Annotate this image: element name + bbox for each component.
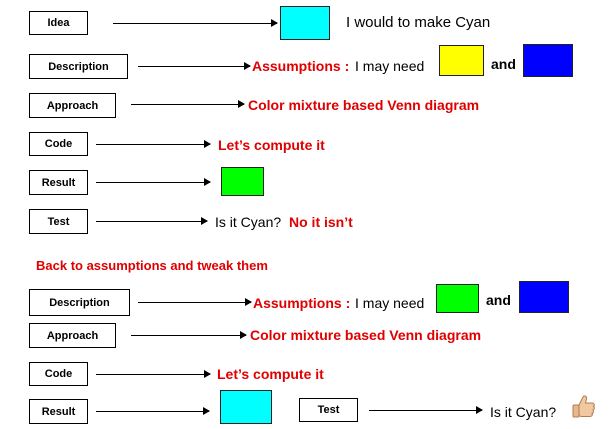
test-arrow bbox=[96, 217, 208, 225]
approach2-box: Approach bbox=[29, 323, 116, 348]
code2-arrow bbox=[96, 370, 211, 378]
description-label: Description bbox=[48, 60, 109, 73]
idea-arrow bbox=[113, 19, 278, 27]
result2-arrow bbox=[96, 407, 210, 415]
result-arrow bbox=[96, 178, 211, 186]
description-and: and bbox=[491, 56, 516, 72]
description2-need: I may need bbox=[355, 295, 425, 311]
test-box: Test bbox=[29, 209, 88, 234]
idea-text: I would to make Cyan bbox=[346, 14, 491, 31]
description2-arrow bbox=[138, 298, 252, 306]
code-arrow bbox=[96, 140, 211, 148]
description2-and: and bbox=[486, 292, 511, 308]
test-answer: No it isn’t bbox=[289, 214, 353, 230]
description2-green-swatch bbox=[436, 284, 479, 313]
back-to-assumptions-text: Back to assumptions and tweak them bbox=[36, 258, 268, 273]
result2-label: Result bbox=[41, 405, 76, 418]
description-blue-swatch bbox=[523, 44, 573, 77]
result2-box: Result bbox=[29, 399, 88, 424]
approach2-label: Approach bbox=[46, 329, 99, 342]
idea-label: Idea bbox=[47, 17, 70, 29]
description2-assumptions: Assumptions : bbox=[253, 295, 351, 311]
test-label: Test bbox=[47, 215, 70, 228]
approach-arrow bbox=[131, 100, 245, 108]
description-assumptions: Assumptions : bbox=[252, 58, 350, 74]
description2-blue-swatch bbox=[519, 281, 569, 313]
test2-box: Test bbox=[299, 398, 358, 422]
code-box: Code bbox=[29, 132, 88, 156]
result2-cyan-swatch bbox=[220, 390, 272, 424]
thumbs-up-icon bbox=[572, 395, 595, 418]
description2-label: Description bbox=[49, 296, 110, 309]
approach-label: Approach bbox=[46, 99, 99, 112]
idea-box: Idea bbox=[29, 11, 88, 35]
code-label: Code bbox=[44, 138, 73, 150]
result-label: Result bbox=[41, 176, 76, 189]
description-yellow-swatch bbox=[439, 45, 484, 76]
code-text: Let’s compute it bbox=[218, 137, 325, 153]
description-arrow bbox=[138, 62, 251, 70]
test-question: Is it Cyan? bbox=[215, 214, 282, 230]
result-green-swatch bbox=[221, 167, 264, 196]
approach-text: Color mixture based Venn diagram bbox=[248, 97, 480, 113]
approach2-arrow bbox=[131, 331, 247, 339]
test2-arrow bbox=[369, 406, 483, 414]
code2-box: Code bbox=[29, 362, 88, 386]
result-box: Result bbox=[29, 170, 88, 195]
test2-question: Is it Cyan? bbox=[490, 404, 557, 420]
approach2-text: Color mixture based Venn diagram bbox=[250, 327, 482, 343]
approach-box: Approach bbox=[29, 93, 116, 118]
code2-text: Let’s compute it bbox=[217, 366, 324, 382]
description-box: Description bbox=[29, 54, 128, 79]
description-need: I may need bbox=[355, 58, 425, 74]
idea-cyan-swatch bbox=[280, 6, 330, 40]
code2-label: Code bbox=[44, 368, 73, 380]
description2-box: Description bbox=[29, 289, 130, 316]
test2-label: Test bbox=[317, 404, 340, 416]
